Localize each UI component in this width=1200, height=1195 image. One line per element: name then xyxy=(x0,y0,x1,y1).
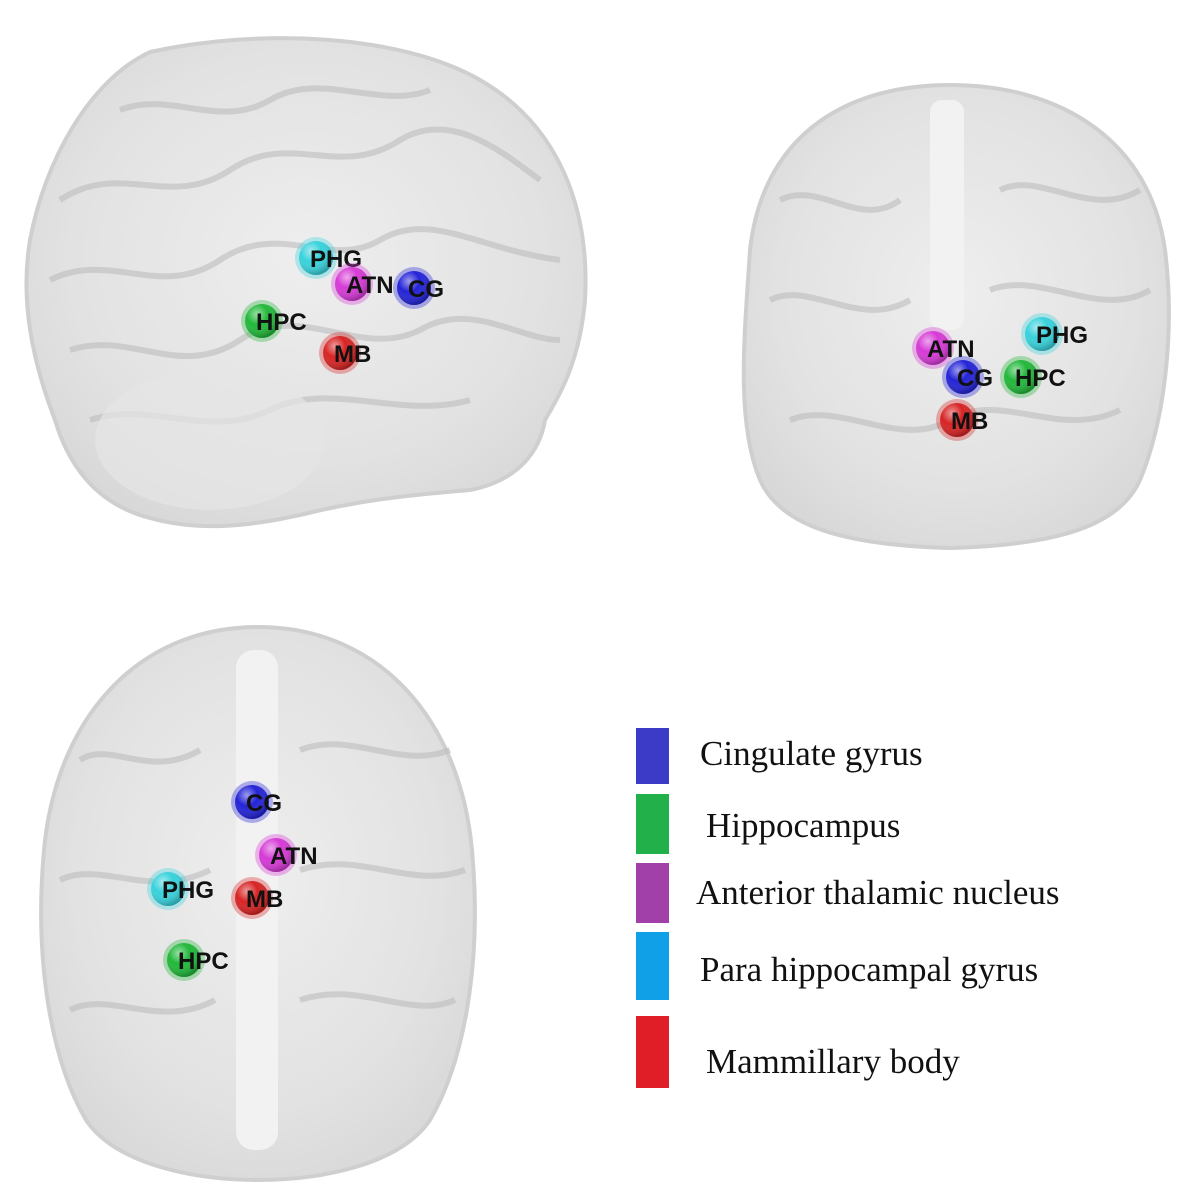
node-label: ATN xyxy=(346,272,394,299)
coronal-node-phg: PHG xyxy=(1021,313,1088,355)
coronal-node-mb: MB xyxy=(936,399,988,441)
axial-node-phg: PHG xyxy=(147,868,214,910)
axial-node-mb: MB xyxy=(231,877,283,919)
node-label: ATN xyxy=(927,336,975,363)
node-shading xyxy=(299,241,333,275)
node-shading xyxy=(397,271,431,305)
node-shading xyxy=(259,838,293,872)
legend-item-cingulate-gyrus: Cingulate gyrus xyxy=(636,726,1176,796)
axial-node-atn: ATN xyxy=(255,834,318,876)
sagittal-view xyxy=(24,36,588,529)
node-label: HPC xyxy=(256,309,307,336)
legend-label: Anterior thalamic nucleus xyxy=(696,873,1060,912)
legend-label: Mammillary body xyxy=(706,1042,960,1081)
legend-item-hippocampus: Hippocampus xyxy=(636,794,1176,864)
node-shading xyxy=(335,267,369,301)
sagittal-node-cg: CG xyxy=(393,267,444,309)
coronal-view xyxy=(741,82,1171,551)
legend-swatch xyxy=(636,863,669,923)
node-shading xyxy=(235,881,269,915)
legend-label: Hippocampus xyxy=(706,806,901,845)
node-label: HPC xyxy=(1015,365,1066,392)
legend-label: Para hippocampal gyrus xyxy=(700,950,1039,989)
coronal-node-cg: CG xyxy=(942,356,993,398)
node-shading xyxy=(1025,317,1059,351)
sagittal-cerebellum xyxy=(95,370,325,510)
node-shading xyxy=(916,331,950,365)
legend-label: Cingulate gyrus xyxy=(700,734,923,773)
axial-node-hpc: HPC xyxy=(163,939,229,981)
legend-swatch xyxy=(636,1016,669,1088)
node-shading xyxy=(1004,360,1038,394)
node-shading xyxy=(323,336,357,370)
coronal-node-hpc: HPC xyxy=(1000,356,1066,398)
node-label: CG xyxy=(957,365,993,392)
node-label: PHG xyxy=(162,877,214,904)
legend-swatch xyxy=(636,794,669,854)
node-label: MB xyxy=(334,341,371,368)
node-shading xyxy=(167,943,201,977)
legend-item-anterior-thalamic-nucleus: Anterior thalamic nucleus xyxy=(636,863,1176,933)
coronal-cortex-texture xyxy=(768,182,1152,433)
node-shading xyxy=(946,360,980,394)
sagittal-node-atn: ATN xyxy=(331,263,394,305)
sagittal-node-hpc: HPC xyxy=(241,300,307,342)
coronal-node-atn: ATN xyxy=(912,327,975,369)
node-label: PHG xyxy=(1036,322,1088,349)
coronal-midline xyxy=(930,100,964,330)
axial-node-cg: CG xyxy=(231,781,282,823)
node-label: ATN xyxy=(270,843,318,870)
node-shading xyxy=(245,304,279,338)
legend-swatch xyxy=(636,932,669,1000)
legend-item-para-hippocampal-gyrus: Para hippocampal gyrus xyxy=(636,932,1176,1002)
node-label: CG xyxy=(246,790,282,817)
node-label: MB xyxy=(951,408,988,435)
axial-cortex-texture xyxy=(58,741,467,1015)
node-shading xyxy=(940,403,974,437)
sagittal-node-mb: MB xyxy=(319,332,371,374)
legend-item-mammillary-body: Mammillary body xyxy=(636,1016,1176,1088)
node-shading xyxy=(151,872,185,906)
node-shading xyxy=(235,785,269,819)
node-label: CG xyxy=(408,276,444,303)
node-label: HPC xyxy=(178,948,229,975)
legend-swatch xyxy=(636,728,669,784)
node-label: MB xyxy=(246,886,283,913)
